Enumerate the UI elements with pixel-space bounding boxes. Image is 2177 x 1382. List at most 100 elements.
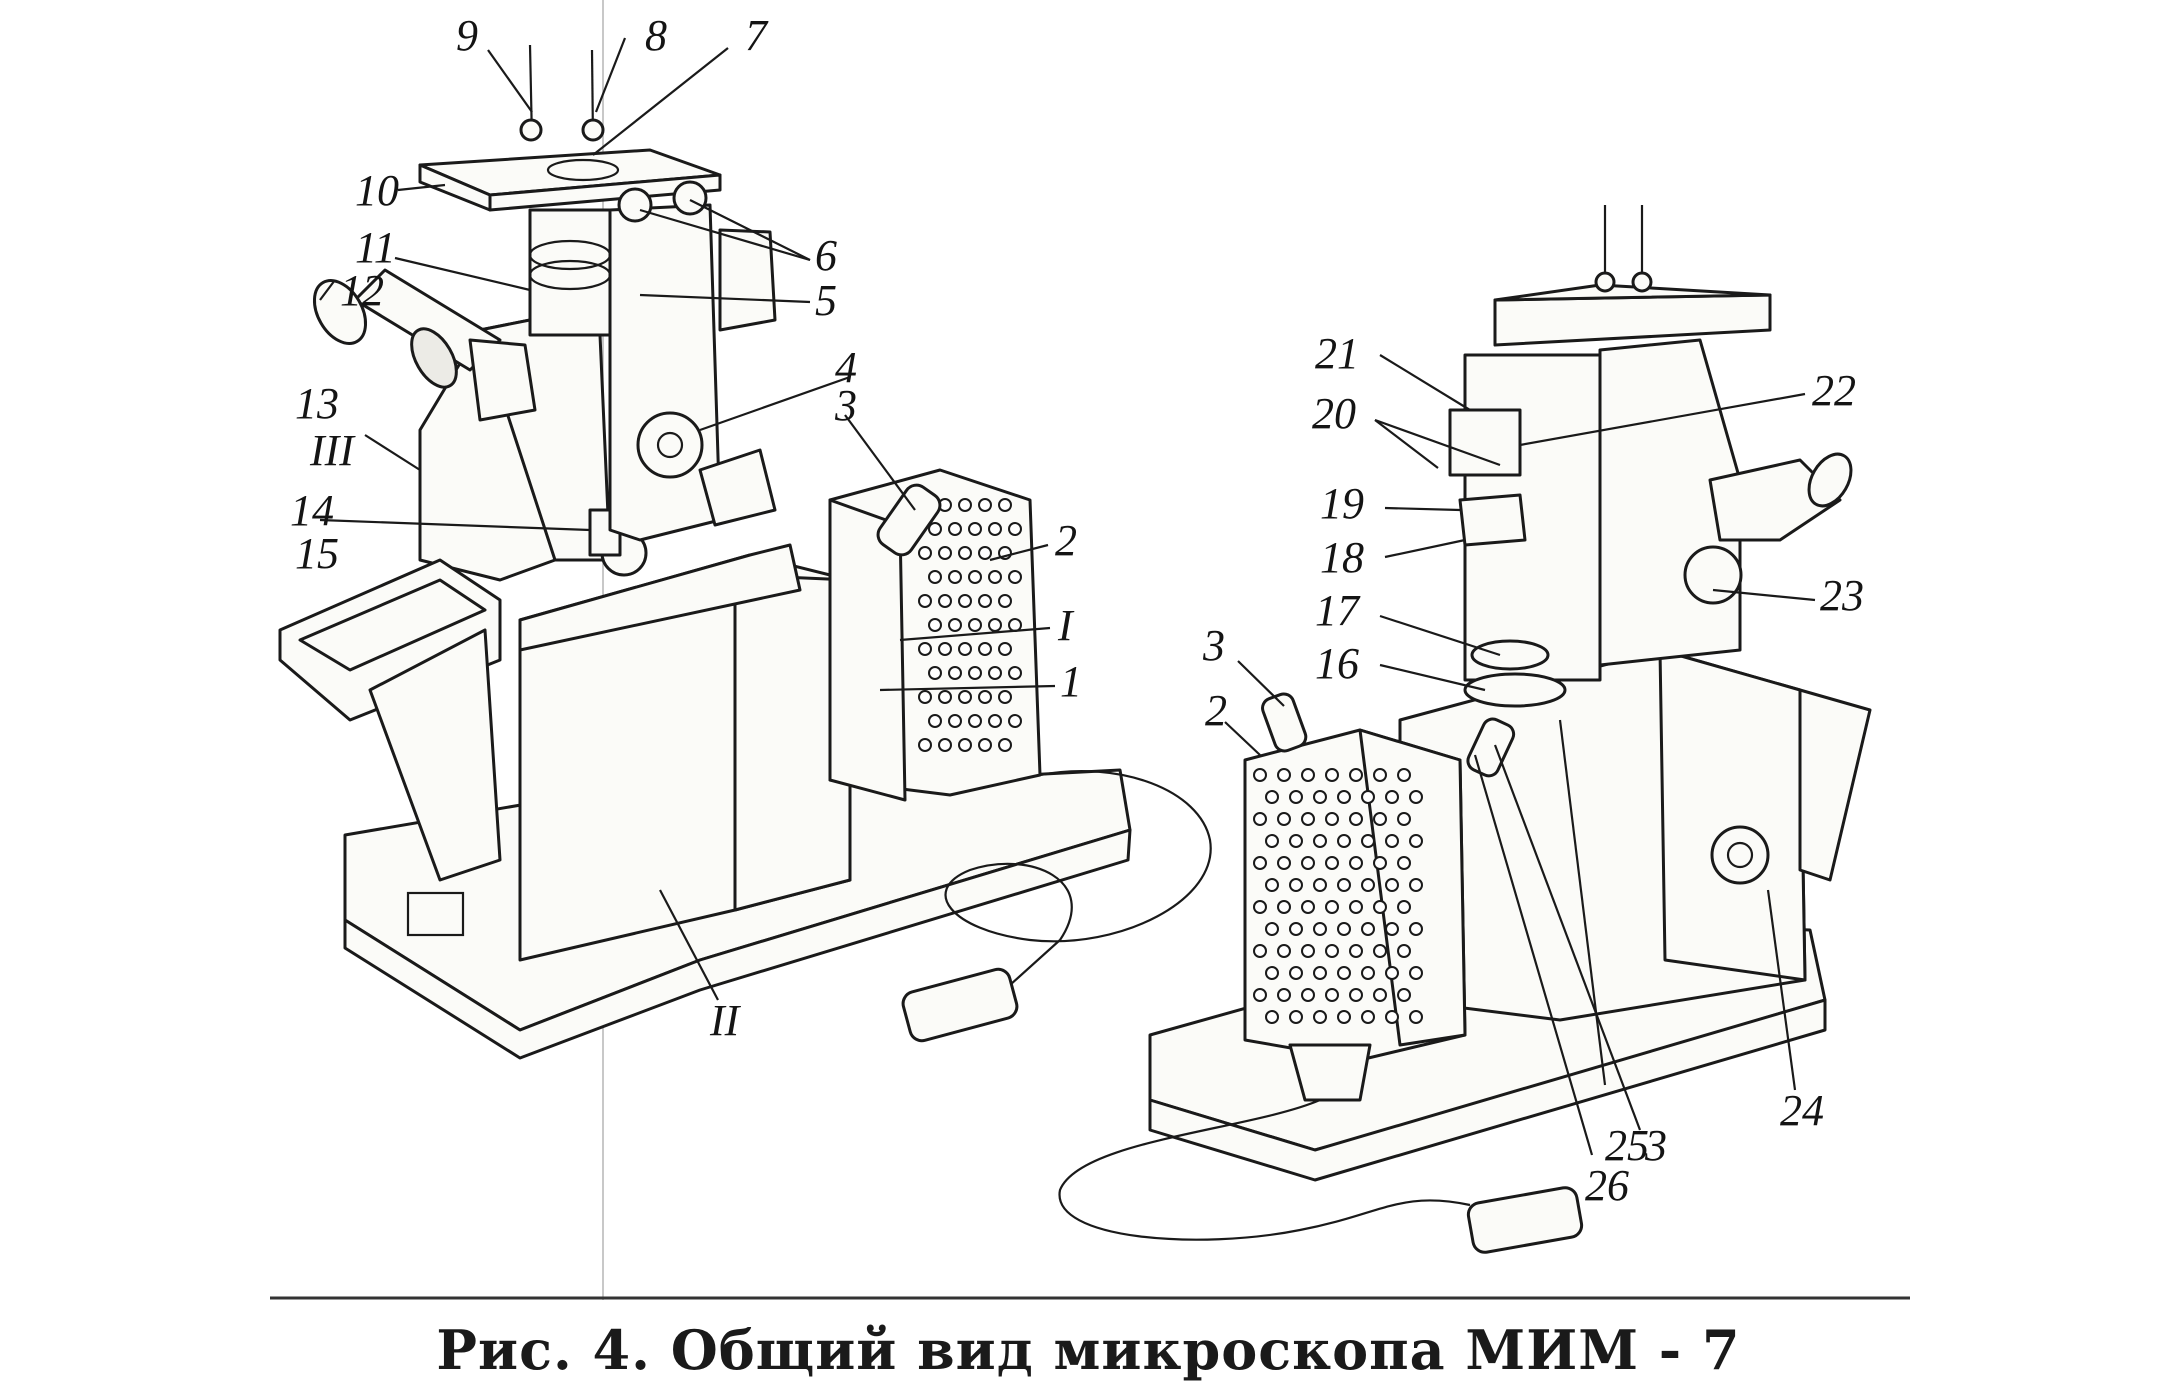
illuminator-hole — [1361, 922, 1375, 936]
right-column — [1448, 205, 1853, 708]
label-13: 13 — [295, 379, 339, 428]
illuminator-hole — [1265, 878, 1279, 892]
left-illuminator-holes — [918, 498, 1022, 752]
illuminator-hole — [1337, 922, 1351, 936]
illuminator-hole — [1409, 878, 1423, 892]
illuminator-hole — [1409, 790, 1423, 804]
right-microscope — [1058, 205, 1872, 1254]
illuminator-hole — [1008, 618, 1022, 632]
left-cable — [901, 770, 1212, 1043]
illuminator-hole — [978, 594, 992, 608]
illuminator-hole — [1289, 1010, 1303, 1024]
illuminator-hole — [978, 738, 992, 752]
label-3-right-a: 3 — [1202, 621, 1225, 670]
left-knob-4 — [636, 411, 704, 479]
illuminator-hole — [918, 594, 932, 608]
label-26: 26 — [1585, 1161, 1629, 1210]
illuminator-hole — [1325, 856, 1339, 870]
illuminator-hole — [988, 714, 1002, 728]
left-lamp-housing — [828, 468, 1042, 802]
illuminator-hole — [1337, 878, 1351, 892]
illuminator-hole — [1253, 812, 1267, 826]
illuminator-hole — [928, 522, 942, 536]
label-12: 12 — [340, 266, 384, 315]
illuminator-hole — [938, 594, 952, 608]
illuminator-hole — [1385, 966, 1399, 980]
illuminator-hole — [1301, 988, 1315, 1002]
illuminator-hole — [968, 618, 982, 632]
illuminator-hole — [1008, 666, 1022, 680]
illuminator-hole — [938, 738, 952, 752]
right-knob-23 — [1683, 545, 1743, 605]
illuminator-hole — [918, 642, 932, 656]
illuminator-hole — [1385, 1010, 1399, 1024]
label-20: 20 — [1312, 389, 1356, 438]
illuminator-hole — [968, 666, 982, 680]
illuminator-hole — [1361, 966, 1375, 980]
illuminator-hole — [1373, 900, 1387, 914]
label-10: 10 — [355, 166, 399, 215]
illuminator-hole — [998, 498, 1012, 512]
left-body — [518, 543, 852, 962]
illuminator-hole — [1289, 834, 1303, 848]
label-2-left: 2 — [1055, 516, 1077, 565]
illuminator-hole — [1277, 856, 1291, 870]
illuminator-hole — [1289, 878, 1303, 892]
illuminator-hole — [1373, 944, 1387, 958]
illuminator-hole — [958, 738, 972, 752]
illuminator-hole — [1349, 900, 1363, 914]
illuminator-hole — [1313, 1010, 1327, 1024]
illuminator-hole — [998, 738, 1012, 752]
illuminator-hole — [998, 594, 1012, 608]
illuminator-hole — [988, 666, 1002, 680]
label-4: 4 — [835, 343, 857, 392]
illuminator-hole — [1277, 812, 1291, 826]
illuminator-hole — [1008, 714, 1022, 728]
left-light-box — [278, 558, 502, 882]
label-19: 19 — [1320, 479, 1364, 528]
label-17: 17 — [1315, 586, 1361, 635]
illuminator-hole — [928, 618, 942, 632]
label-21: 21 — [1315, 329, 1359, 378]
illuminator-hole — [918, 738, 932, 752]
illuminator-hole — [968, 522, 982, 536]
label-14: 14 — [290, 486, 334, 535]
illuminator-hole — [1265, 790, 1279, 804]
illuminator-hole — [1253, 944, 1267, 958]
illuminator-hole — [948, 714, 962, 728]
illuminator-hole — [1008, 570, 1022, 584]
illuminator-hole — [1361, 878, 1375, 892]
illuminator-hole — [928, 714, 942, 728]
label-25: 25 — [1605, 1121, 1649, 1170]
illuminator-hole — [1277, 768, 1291, 782]
illuminator-hole — [1385, 878, 1399, 892]
illuminator-hole — [1349, 768, 1363, 782]
left-screw-6b — [672, 180, 708, 216]
label-18: 18 — [1320, 533, 1364, 582]
illuminator-hole — [1277, 988, 1291, 1002]
illuminator-hole — [1397, 856, 1411, 870]
illuminator-hole — [1265, 1010, 1279, 1024]
illuminator-hole — [1253, 988, 1267, 1002]
illuminator-hole — [1373, 988, 1387, 1002]
right-part-19 — [1458, 493, 1527, 547]
illuminator-hole — [1301, 900, 1315, 914]
right-side-plate — [1798, 688, 1872, 882]
illuminator-hole — [1313, 922, 1327, 936]
illuminator-hole — [1277, 944, 1291, 958]
illuminator-hole — [1337, 790, 1351, 804]
illuminator-hole — [1289, 790, 1303, 804]
label-9: 9 — [456, 11, 478, 60]
illuminator-hole — [998, 690, 1012, 704]
right-stage — [1493, 293, 1772, 347]
leader-lines — [319, 37, 1816, 1156]
right-wheel-24 — [1710, 825, 1770, 885]
left-lamp-handle-3 — [876, 483, 942, 557]
illuminator-hole — [1289, 922, 1303, 936]
illuminator-hole — [978, 546, 992, 560]
label-11: 11 — [355, 223, 396, 272]
illuminator-hole — [1325, 900, 1339, 914]
illuminator-hole — [1349, 812, 1363, 826]
illuminator-hole — [978, 690, 992, 704]
